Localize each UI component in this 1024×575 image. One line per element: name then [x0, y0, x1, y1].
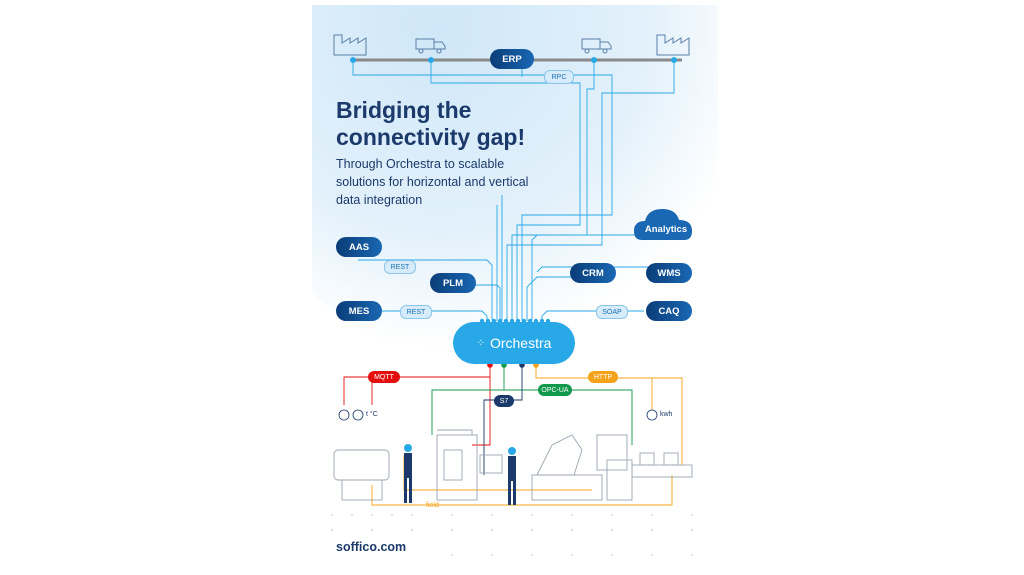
erp-pill: ERP	[490, 49, 534, 69]
rpc-tag: RPC	[544, 70, 574, 84]
factory-floor-machinery	[333, 429, 693, 501]
temperature-label: t °C	[366, 411, 378, 418]
factory-left-icon	[333, 34, 367, 56]
energy-meter-icon	[646, 409, 658, 421]
crm-pill: CRM	[570, 263, 616, 283]
subheadline: Through Orchestra to scalable solutions …	[336, 157, 529, 207]
worker-left-icon	[404, 444, 412, 503]
orchestra-hub: ⁘ Orchestra	[453, 322, 575, 364]
headline: Bridging the connectivity gap!	[336, 97, 526, 150]
field-label: field	[426, 502, 439, 509]
opcua-tag: OPC-UA	[538, 384, 572, 396]
s7-tag: S7	[494, 395, 514, 407]
rest-aas-tag: REST	[384, 260, 416, 274]
footer-url: soffico.com	[336, 540, 407, 554]
wms-pill: WMS	[646, 263, 692, 283]
orchestra-logo-icon: ⁘	[476, 337, 485, 349]
integration-lines	[352, 60, 675, 321]
mes-pill: MES	[336, 301, 382, 321]
mqtt-tag: MQTT	[368, 371, 400, 383]
soap-tag: SOAP	[596, 305, 628, 319]
connection-diagram	[331, 34, 693, 556]
caq-pill: CAQ	[646, 301, 692, 321]
plm-pill: PLM	[430, 273, 476, 293]
http-tag: HTTP	[588, 371, 618, 383]
aas-pill: AAS	[336, 237, 382, 257]
energy-label: kwh	[660, 411, 673, 418]
truck-left-icon	[415, 38, 446, 54]
worker-right-icon	[508, 447, 516, 505]
factory-right-icon	[656, 34, 690, 56]
dot-pattern	[331, 514, 693, 556]
poster: Bridging the connectivity gap! Through O…	[312, 5, 718, 575]
truck-right-icon	[581, 38, 612, 54]
analytics-label: Analytics	[644, 223, 688, 235]
temperature-sensor-icon	[338, 409, 364, 421]
rest-mes-tag: REST	[400, 305, 432, 319]
analytics-cloud-icon	[634, 209, 692, 240]
orchestra-label: Orchestra	[489, 335, 552, 351]
